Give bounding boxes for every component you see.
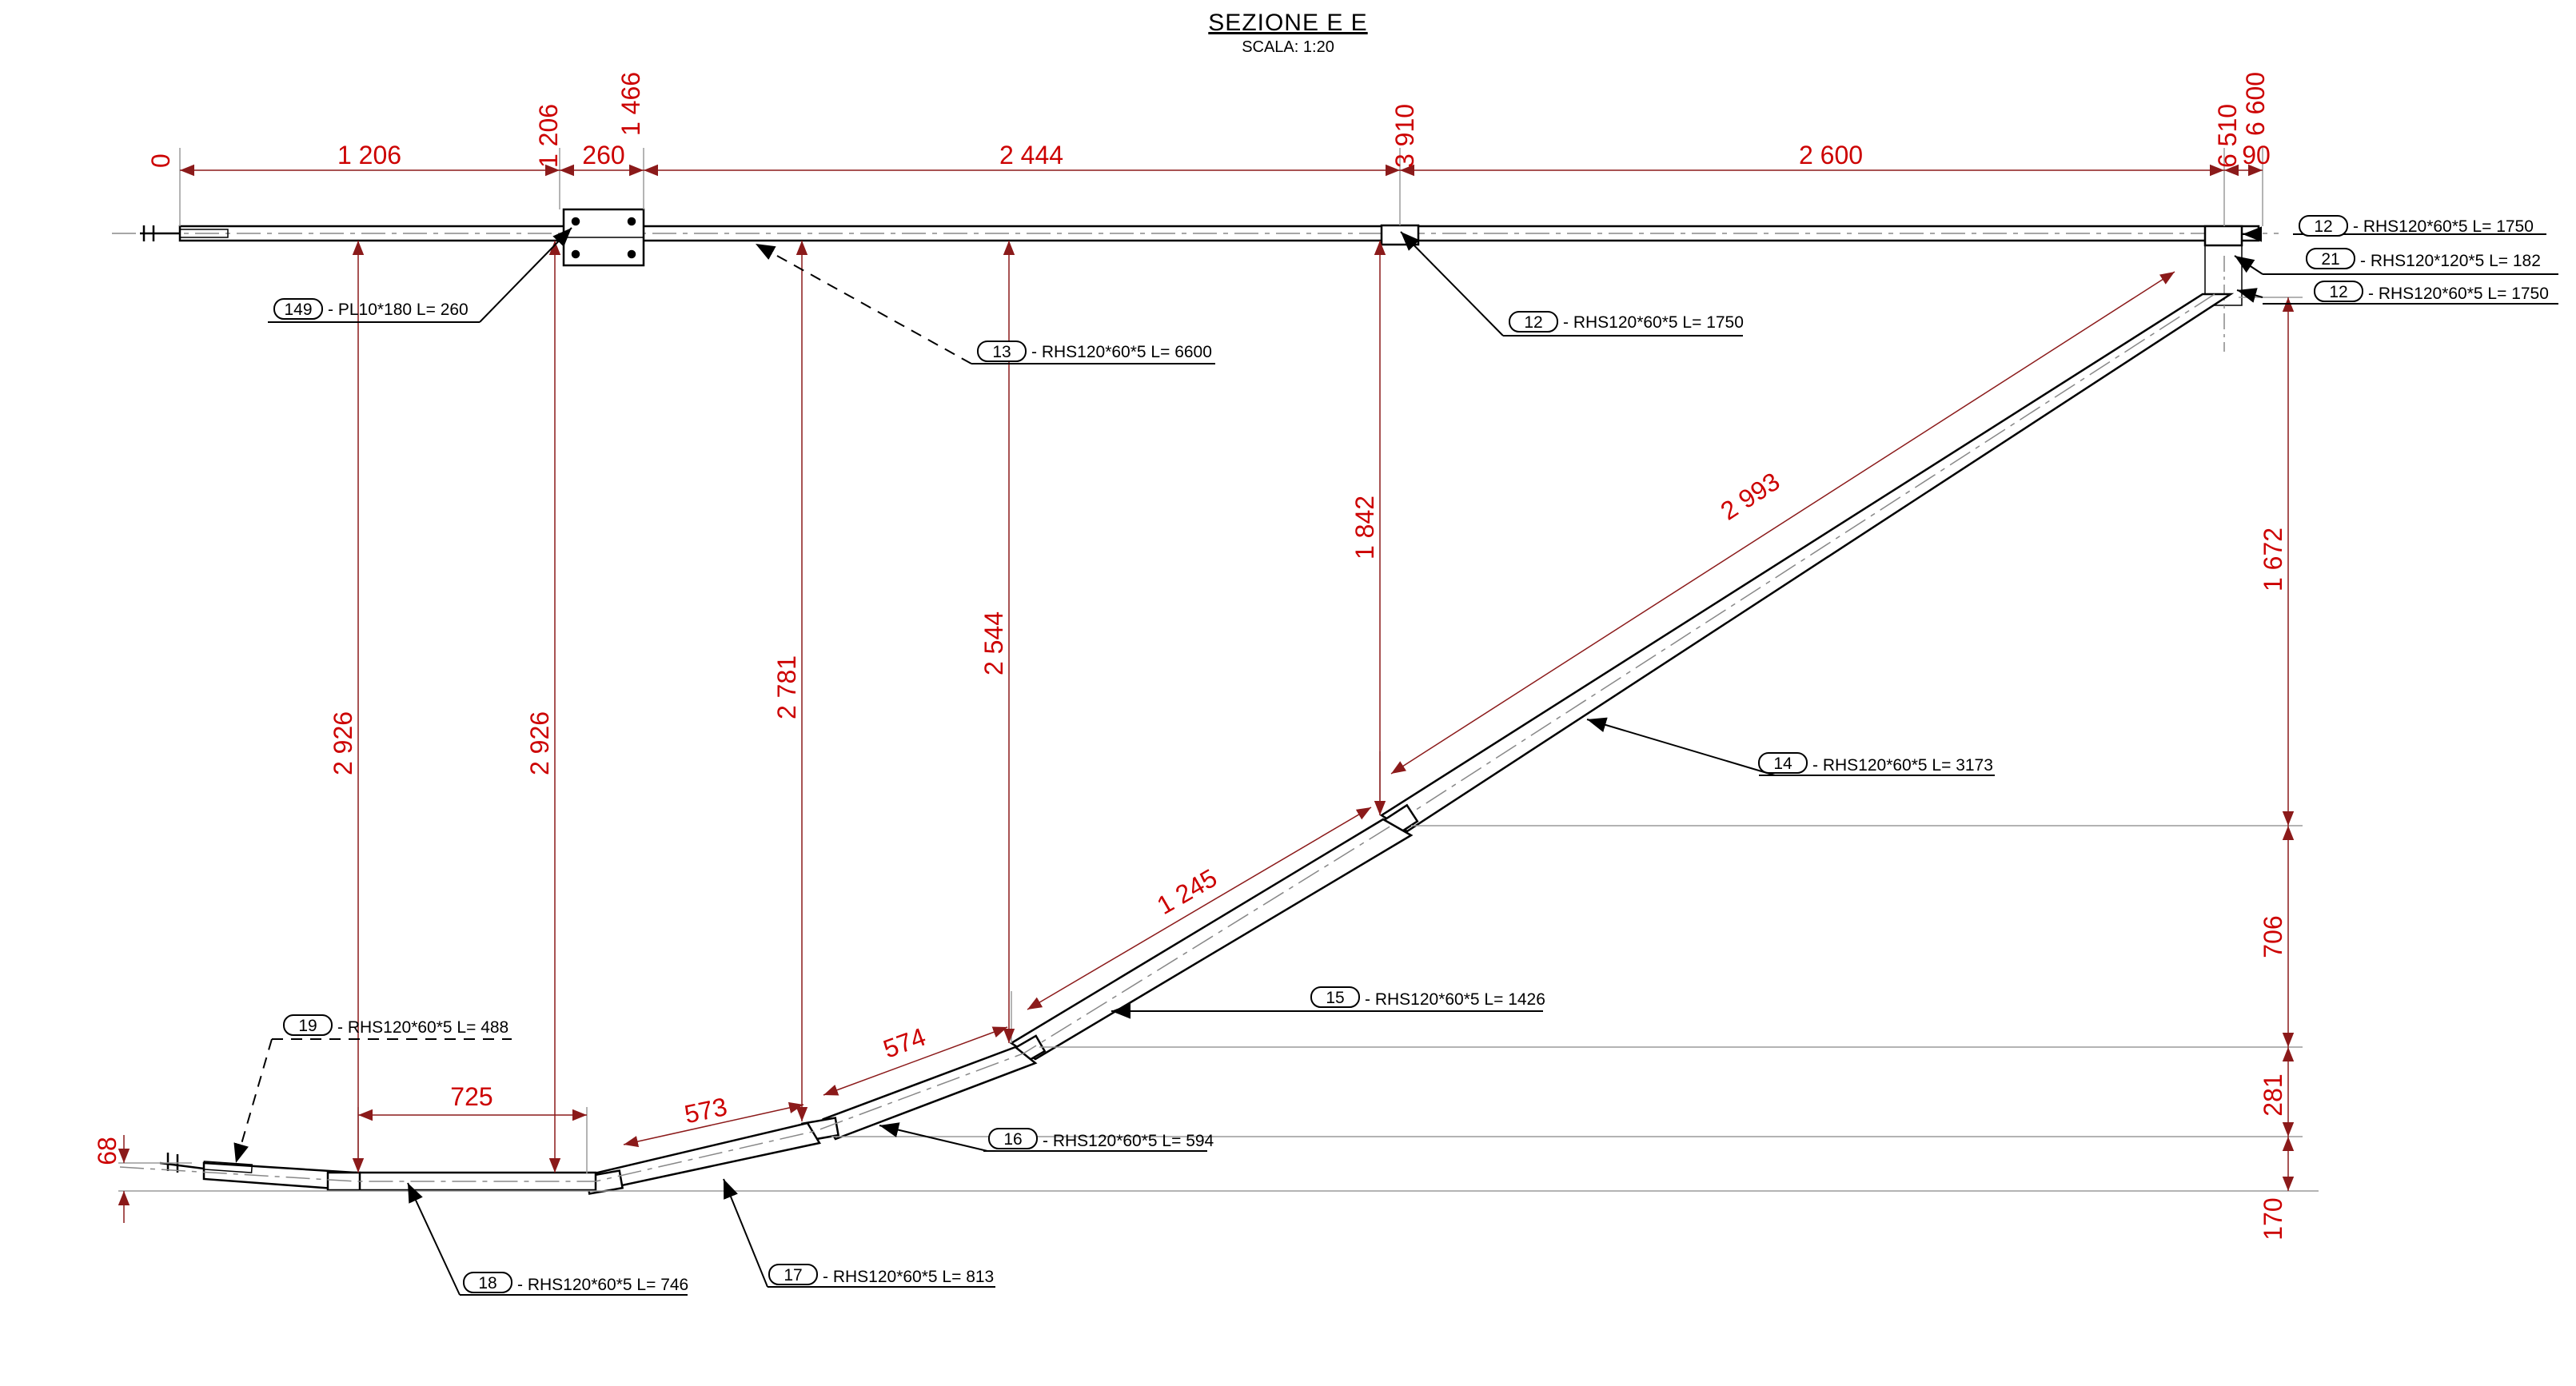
callout-18: 18 - RHS120*60*5 L= 746 [460, 1272, 688, 1296]
drawing-title: SEZIONE E E [1208, 10, 1368, 36]
segment-90: 90 [2242, 141, 2271, 169]
segment-2444: 2 444 [999, 141, 1063, 169]
leader-lines [233, 226, 2263, 1296]
slope-dim-2993: 2 993 [1716, 467, 1785, 526]
callout-number: 12 [1524, 313, 1542, 332]
callout-number: 12 [2314, 217, 2332, 236]
vertical-dim-4: 2 544 [979, 611, 1008, 675]
segment-2600: 2 600 [1799, 141, 1863, 169]
callout-number: 14 [1773, 755, 1792, 773]
callout-149: 149 - PL10*180 L= 260 [268, 298, 480, 323]
callout-number: 149 [284, 301, 312, 319]
right-dim-170: 170 [2259, 1197, 2287, 1240]
ordinate-1466: 1 466 [616, 72, 645, 136]
callout-text: - RHS120*60*5 L= 1750 [2353, 217, 2534, 236]
callout-number: 16 [1003, 1130, 1022, 1149]
callouts: 149 - PL10*180 L= 260 13 - RHS120*60*5 L… [268, 215, 2558, 1296]
callout-text: - RHS120*60*5 L= 3173 [1812, 756, 1993, 775]
slope-dim-573: 573 [682, 1092, 730, 1129]
ordinate-3910: 3 910 [1390, 104, 1419, 168]
callout-text: - PL10*180 L= 260 [328, 301, 469, 319]
callout-number: 19 [298, 1017, 317, 1035]
vertical-dim-1: 2 926 [329, 711, 357, 775]
vertical-dim-3: 2 781 [772, 655, 801, 719]
callout-number: 21 [2321, 250, 2339, 269]
callout-text: - RHS120*60*5 L= 594 [1043, 1132, 1214, 1150]
right-dim-706: 706 [2259, 915, 2287, 958]
callout-21: 21 - RHS120*120*5 L= 182 [2263, 248, 2558, 275]
callout-text: - RHS120*60*5 L= 813 [823, 1268, 994, 1286]
title-block: SEZIONE E E SCALA: 1:20 [0, 10, 2576, 57]
ordinate-6510: 6 510 [2213, 104, 2242, 168]
ordinate-0: 0 [146, 153, 175, 168]
callout-number: 12 [2329, 283, 2347, 301]
callout-13: 13 - RHS120*60*5 L= 6600 [971, 341, 1215, 364]
callout-16: 16 - RHS120*60*5 L= 594 [983, 1128, 1214, 1152]
right-dim-1672: 1 672 [2259, 528, 2287, 591]
slope-dim-725: 725 [450, 1082, 492, 1111]
callout-14: 14 - RHS120*60*5 L= 3173 [1758, 752, 1995, 776]
callout-number: 18 [478, 1274, 496, 1292]
vertical-dim-2: 2 926 [525, 711, 554, 775]
callout-text: - RHS120*60*5 L= 488 [337, 1018, 508, 1037]
vertical-dim-5: 1 842 [1350, 496, 1379, 560]
callout-12-mid: 12 - RHS120*60*5 L= 1750 [1503, 311, 1744, 337]
callout-number: 17 [784, 1266, 802, 1284]
callout-12-bottom: 12 - RHS120*60*5 L= 1750 [2263, 281, 2558, 305]
callout-17: 17 - RHS120*60*5 L= 813 [768, 1264, 995, 1288]
segment-1206: 1 206 [337, 141, 401, 169]
slope-dim-1245: 1 245 [1152, 863, 1222, 920]
slope-dim-574: 574 [879, 1022, 929, 1064]
callout-number: 13 [992, 343, 1011, 361]
left-dim-68: 68 [93, 1137, 122, 1165]
callout-text: - RHS120*60*5 L= 746 [517, 1276, 688, 1294]
ordinate-6600: 6 600 [2241, 72, 2270, 136]
callout-15: 15 - RHS120*60*5 L= 1426 [1310, 986, 1545, 1012]
segment-260: 260 [582, 141, 624, 169]
drawing-scale: SCALA: 1:20 [1242, 38, 1334, 56]
callout-text: - RHS120*60*5 L= 6600 [1031, 343, 1212, 361]
dimension-lines [118, 164, 2295, 1223]
ordinate-1206: 1 206 [534, 104, 563, 168]
callout-19: 19 - RHS120*60*5 L= 488 [272, 1014, 512, 1040]
callout-12-top: 12 - RHS120*60*5 L= 1750 [2293, 215, 2546, 237]
callout-text: - RHS120*60*5 L= 1426 [1365, 990, 1545, 1009]
right-dim-281: 281 [2259, 1073, 2287, 1116]
callout-text: - RHS120*60*5 L= 1750 [2368, 285, 2549, 303]
callout-text: - RHS120*120*5 L= 182 [2360, 252, 2541, 270]
dimension-texts: 0 1 206 1 466 3 910 6 510 6 600 1 206 26… [93, 72, 2287, 1241]
callout-text: - RHS120*60*5 L= 1750 [1563, 313, 1744, 332]
callout-number: 15 [1326, 989, 1344, 1007]
